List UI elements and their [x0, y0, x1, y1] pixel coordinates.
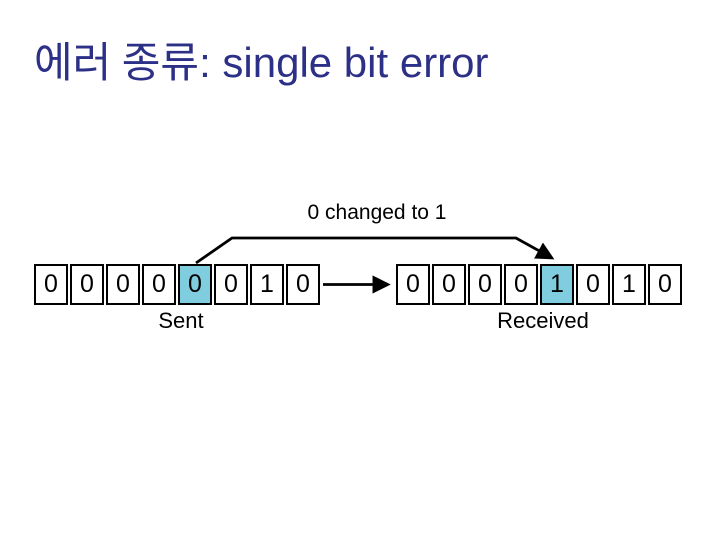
bit-cell-highlighted: 0 [178, 264, 212, 305]
bit-cell-highlighted: 1 [540, 264, 574, 305]
bit-cell: 0 [432, 264, 466, 305]
change-pointer-arrow [195, 236, 555, 265]
title-latin-text: : single bit error [199, 39, 489, 86]
bit-cell: 0 [142, 264, 176, 305]
bit-cell: 0 [396, 264, 430, 305]
bit-cell: 0 [576, 264, 610, 305]
sent-label: Sent [158, 308, 204, 333]
bit-cell: 1 [612, 264, 646, 305]
bit-cell: 0 [106, 264, 140, 305]
bit-cell: 0 [648, 264, 682, 305]
bit-cell: 0 [504, 264, 538, 305]
received-label: Received [497, 308, 589, 333]
bit-cell: 0 [468, 264, 502, 305]
slide-title: 에러 종류: single bit error [34, 38, 489, 91]
change-annotation: 0 changed to 1 [307, 201, 447, 224]
bit-cell: 0 [70, 264, 104, 305]
bit-cell: 0 [214, 264, 248, 305]
bit-cell: 0 [34, 264, 68, 305]
title-korean-text: 에러 종류 [34, 41, 200, 87]
bit-cell: 0 [286, 264, 320, 305]
bit-cell: 1 [250, 264, 284, 305]
